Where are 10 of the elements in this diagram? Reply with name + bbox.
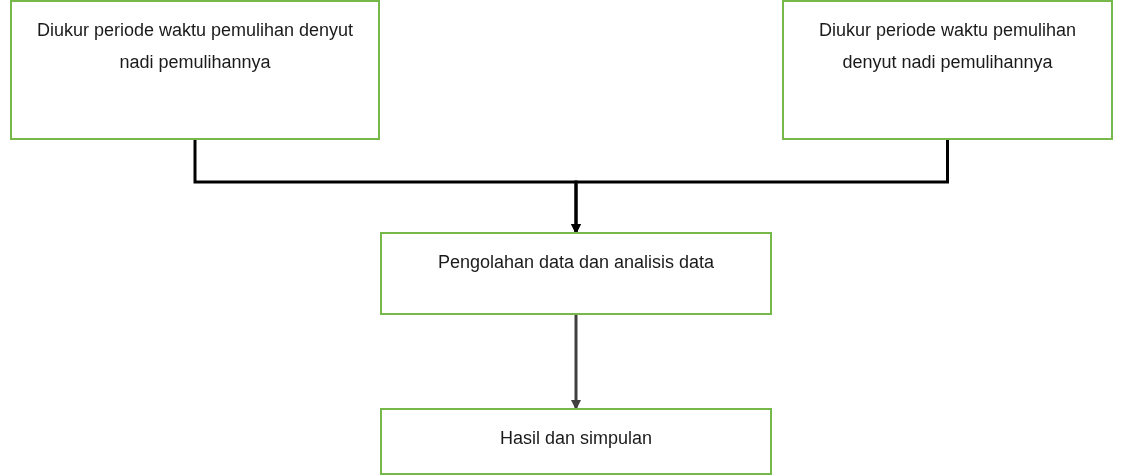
box-text: Diukur periode waktu pemulihan denyut nadi pemulihannya	[817, 19, 1078, 74]
box-text: Pengolahan data dan analisis data	[437, 251, 715, 274]
process-box	[380, 232, 772, 315]
box-text: Hasil dan simpulan	[499, 427, 653, 450]
connector-arrow	[571, 140, 949, 234]
box-text: Diukur periode waktu pemulihan denyut nadi pemulihannya	[36, 19, 354, 74]
process-box	[782, 0, 1113, 140]
process-box	[10, 0, 380, 140]
connector-arrow	[571, 315, 581, 410]
process-box	[380, 408, 772, 475]
